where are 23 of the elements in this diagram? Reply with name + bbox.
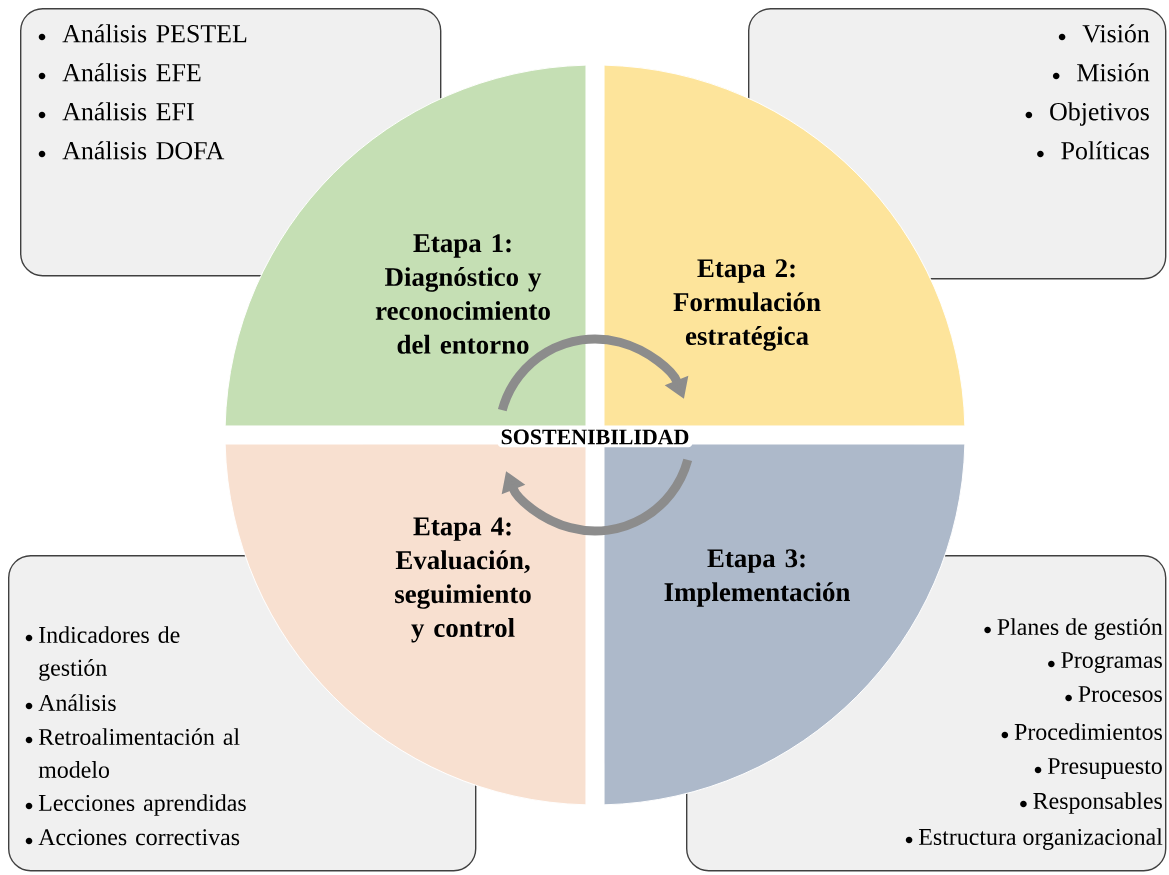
list-item: Misión (1052, 63, 1150, 82)
list-item: Políticas (1037, 141, 1149, 160)
circular-arrow (498, 334, 689, 412)
list-item: Procedimientos (1001, 723, 1162, 740)
list-item: Procesos (1065, 686, 1162, 703)
list-item: Objetivos (1025, 102, 1149, 126)
list-item: Análisis EFE (38, 63, 201, 82)
list-item: Programas (1048, 652, 1162, 673)
list-item: Acciones correctivas (25, 829, 240, 846)
list-item: Análisis PESTEL (38, 24, 247, 43)
quadrant: Etapa 1: Diagnóstico y reconocimiento del entorno (224, 64, 587, 427)
list-item: Análisis DOFA (38, 141, 225, 160)
list-item: Estructura organizacional (905, 828, 1163, 850)
list-item: Análisis EFI (38, 102, 194, 121)
center-label: SOSTENIBILIDAD (497, 426, 693, 448)
list-item: Visión (1058, 24, 1150, 43)
list-item: Presupuesto (1034, 758, 1162, 779)
circular-arrow (501, 458, 692, 536)
list-item: Indicadores de gestión (25, 626, 180, 681)
list-item: Análisis (25, 694, 116, 712)
list-item: Planes de gestión (984, 618, 1163, 640)
list-item: Responsables (1020, 792, 1162, 814)
quadrant: Etapa 2: Formulación estratégica (603, 64, 966, 427)
